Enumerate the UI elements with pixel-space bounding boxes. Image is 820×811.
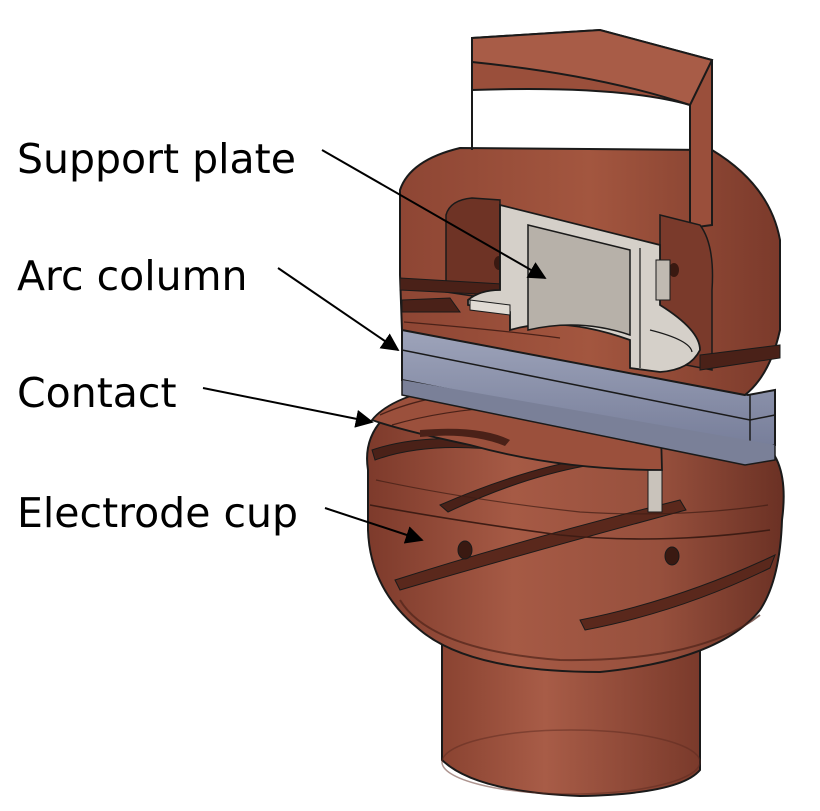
upper-electrode bbox=[399, 28, 781, 397]
electrode-cup-body bbox=[366, 393, 785, 674]
lower-stem bbox=[441, 639, 701, 798]
support-plate-label: Support plate bbox=[17, 135, 296, 183]
support-plate-leader bbox=[321, 149, 547, 279]
electrode-cup-leader bbox=[324, 507, 424, 544]
support-plate bbox=[467, 203, 701, 373]
contact-label: Contact bbox=[17, 369, 177, 417]
contact-leader bbox=[202, 387, 374, 428]
electrode-cup-label: Electrode cup bbox=[17, 489, 299, 537]
arc-column bbox=[401, 318, 776, 466]
arc-column-label: Arc column bbox=[17, 252, 248, 300]
arc-column-leader bbox=[277, 267, 400, 352]
